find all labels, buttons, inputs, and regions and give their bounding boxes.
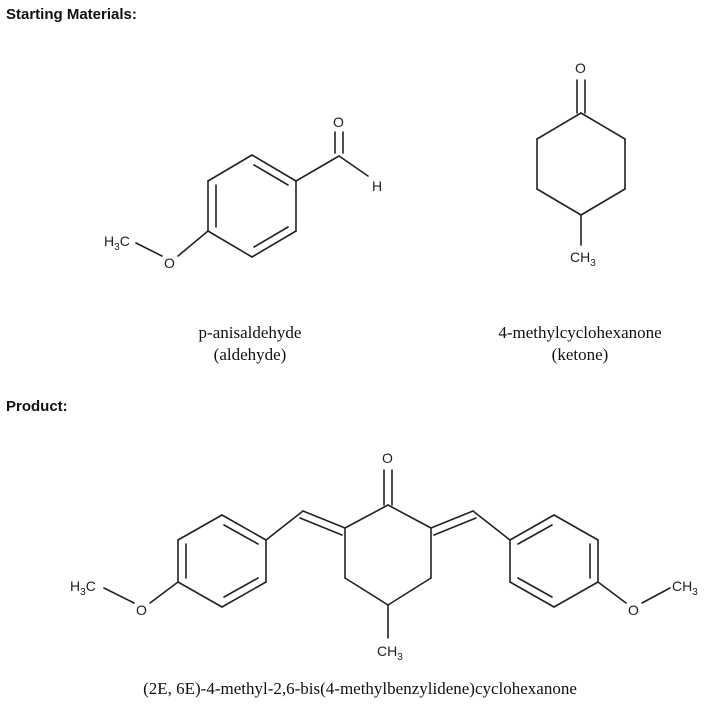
methoxy-group bbox=[135, 230, 209, 257]
ketone-carbonyl-oxygen-label: O bbox=[575, 60, 586, 76]
product-left-ether-oxygen-label: O bbox=[136, 602, 147, 618]
anisaldehyde-methyl-label: H3C bbox=[104, 233, 130, 253]
ketone-methyl-label: CH3 bbox=[570, 249, 596, 269]
anisaldehyde-type: (aldehyde) bbox=[213, 345, 287, 364]
anisaldehyde-name: p-anisaldehyde bbox=[198, 323, 302, 342]
product-central-ring bbox=[344, 504, 432, 606]
product-carbonyl-oxygen-label: O bbox=[382, 450, 393, 466]
starting-materials-heading: Starting Materials: bbox=[6, 6, 137, 23]
right-benzylidene-group bbox=[430, 510, 671, 608]
product-structure: O CH3 O H3C bbox=[70, 450, 698, 663]
product-ring-methyl-label: CH3 bbox=[377, 643, 403, 663]
product-caption: (2E, 6E)-4-methyl-2,6-bis(4-methylbenzyl… bbox=[60, 678, 660, 700]
anisaldehyde-ether-oxygen-label: O bbox=[164, 255, 175, 271]
anisaldehyde-benzene-ring bbox=[207, 154, 297, 258]
aldehyde-carbonyl-oxygen-label: O bbox=[333, 114, 344, 130]
aldehyde-group bbox=[295, 131, 369, 182]
anisaldehyde-caption: p-anisaldehyde (aldehyde) bbox=[150, 322, 350, 366]
p-anisaldehyde-structure: O H O H3C bbox=[104, 114, 382, 271]
cyclohexanone-ring bbox=[536, 112, 626, 216]
4-methylcyclohexanone-structure: O CH3 bbox=[536, 60, 626, 269]
ketone-name: 4-methylcyclohexanone bbox=[498, 323, 662, 342]
aldehyde-hydrogen-label: H bbox=[372, 178, 382, 194]
product-right-ether-oxygen-label: O bbox=[628, 602, 639, 618]
product-left-methyl-label: H3C bbox=[70, 578, 96, 598]
product-heading: Product: bbox=[6, 398, 68, 415]
product-name: (2E, 6E)-4-methyl-2,6-bis(4-methylbenzyl… bbox=[143, 679, 577, 698]
product-right-methyl-label: CH3 bbox=[672, 578, 698, 598]
ketone-caption: 4-methylcyclohexanone (ketone) bbox=[460, 322, 700, 366]
left-benzylidene-group bbox=[103, 510, 346, 608]
ketone-type: (ketone) bbox=[551, 345, 609, 364]
